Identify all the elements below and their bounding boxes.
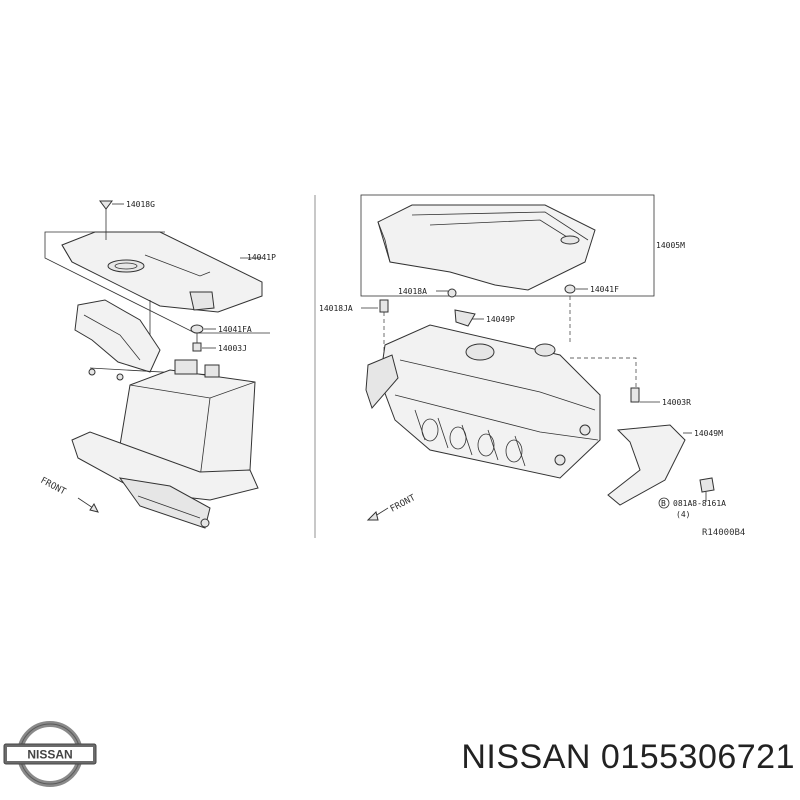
engine-cover-right — [377, 204, 596, 291]
engine-cover-left — [61, 231, 263, 313]
label-14018g: 14018G — [126, 200, 155, 209]
cylinder-head — [379, 324, 601, 479]
bolt-14018a — [447, 288, 457, 298]
bolt-marker: B — [661, 499, 666, 508]
label-14041f: 14041F — [590, 285, 619, 294]
label-14041p: 14041P — [247, 253, 276, 262]
cap-14049p — [454, 309, 476, 327]
head-bracket — [365, 354, 399, 409]
label-14005m: 14005M — [656, 241, 685, 250]
label-14049p: 14049P — [486, 315, 515, 324]
bolt-marker-circle — [658, 497, 670, 509]
front-arrow-left: FRONT — [39, 476, 99, 513]
bolt-14018g — [99, 200, 113, 210]
pin-14003r — [630, 387, 640, 403]
reference-code: R14000B4 — [702, 528, 745, 538]
right-subdiagram: B FRONT — [360, 194, 715, 521]
right-callout-frame — [360, 194, 655, 297]
battery-tray — [71, 431, 259, 501]
bolt-081a8 — [699, 477, 715, 493]
bracket-14049m — [607, 424, 686, 506]
stud-14018ja — [379, 299, 389, 313]
label-14041fa: 14041FA — [218, 325, 252, 334]
oil-cap — [465, 343, 495, 361]
label-14003r: 14003R — [662, 398, 691, 407]
battery-terminal — [174, 359, 198, 375]
bracket-plate — [74, 299, 161, 373]
label-14003j: 14003J — [218, 344, 247, 353]
svg-text:FRONT: FRONT — [389, 493, 418, 515]
svg-text:FRONT: FRONT — [39, 476, 68, 498]
cover-emblem — [107, 259, 145, 273]
label-bolt: 081A8-8161A — [673, 499, 726, 508]
collar-14003j — [192, 342, 202, 352]
label-14049m: 14049M — [694, 429, 723, 438]
nissan-logo: NISSAN — [3, 721, 97, 787]
label-bolt-qty: (4) — [676, 510, 690, 519]
tray-bracket — [118, 477, 211, 529]
left-subdiagram: FRONT — [39, 200, 270, 529]
label-14018a: 14018A — [398, 287, 427, 296]
front-arrow-right: FRONT — [366, 493, 418, 521]
svg-text:NISSAN: NISSAN — [27, 748, 72, 762]
grommet-14041f — [564, 284, 576, 294]
grommet-14041fa — [190, 324, 204, 334]
brand-part-number: NISSAN 0155306721 — [461, 738, 795, 776]
left-callout-frame — [44, 231, 270, 334]
label-14018ja: 14018JA — [319, 304, 353, 313]
